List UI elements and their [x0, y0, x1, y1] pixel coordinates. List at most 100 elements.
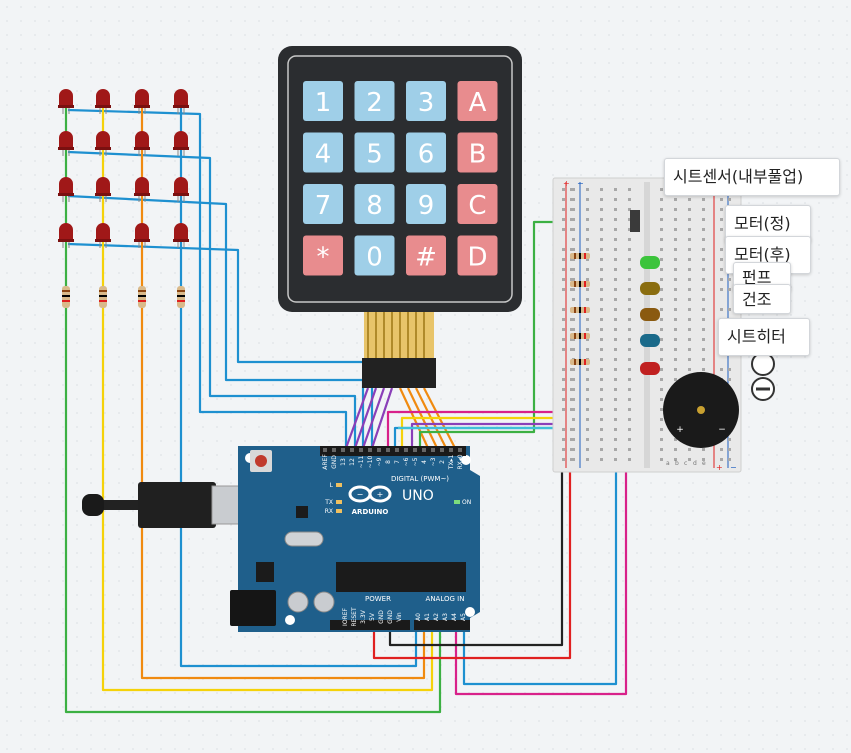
- keypad-key-cap[interactable]: [303, 132, 343, 173]
- keypad-key[interactable]: 3: [406, 81, 446, 121]
- digital-pin[interactable]: [404, 448, 408, 452]
- digital-pin[interactable]: [368, 448, 372, 452]
- breadboard-resistor[interactable]: [570, 307, 590, 313]
- breadboard-resistor[interactable]: [570, 281, 590, 287]
- breadboard-led[interactable]: [640, 256, 660, 269]
- digital-pin[interactable]: [449, 448, 453, 452]
- keypad-key[interactable]: D: [457, 235, 498, 276]
- keypad-key-cap[interactable]: [406, 235, 446, 276]
- matrix-led[interactable]: [134, 131, 150, 156]
- keypad-key-cap[interactable]: [406, 184, 446, 224]
- wire-analog-a4[interactable]: [462, 360, 618, 686]
- matrix-led[interactable]: [173, 131, 189, 156]
- digital-pin[interactable]: [350, 448, 354, 452]
- matrix-led[interactable]: [134, 223, 150, 248]
- wire-keypad-2[interactable]: [353, 387, 378, 449]
- wire-led-col-3[interactable]: [140, 100, 426, 680]
- matrix-led[interactable]: [95, 177, 111, 202]
- matrix-resistor[interactable]: [138, 286, 146, 308]
- keypad-key-cap[interactable]: [303, 81, 343, 121]
- breadboard-led[interactable]: [640, 334, 660, 347]
- keypad-key[interactable]: #: [406, 235, 446, 276]
- piezo-buzzer[interactable]: + −: [663, 372, 739, 448]
- breadboard-channel: [644, 182, 650, 468]
- digital-pin[interactable]: [332, 448, 336, 452]
- wire-keypad-3[interactable]: [361, 387, 386, 449]
- digital-pin[interactable]: [422, 448, 426, 452]
- digital-pin[interactable]: [413, 448, 417, 452]
- reset-button-cap[interactable]: [255, 455, 267, 467]
- keypad-key-cap[interactable]: [354, 132, 395, 173]
- matrix-led[interactable]: [134, 177, 150, 202]
- keypad-key[interactable]: 7: [303, 184, 343, 224]
- keypad-key[interactable]: C: [457, 184, 498, 224]
- breadboard-resistor[interactable]: [570, 333, 590, 339]
- keypad-key-cap[interactable]: [354, 81, 395, 121]
- matrix-led[interactable]: [95, 89, 111, 114]
- keypad-key[interactable]: 8: [354, 184, 395, 224]
- matrix-led[interactable]: [58, 89, 74, 114]
- matrix-resistor[interactable]: [177, 286, 185, 308]
- digital-pin[interactable]: [377, 448, 381, 452]
- keypad-key[interactable]: 9: [406, 184, 446, 224]
- wire-power-5v[interactable]: [372, 460, 572, 660]
- breadboard-resistor[interactable]: [570, 359, 590, 365]
- matrix-led[interactable]: [173, 89, 189, 114]
- matrix-led[interactable]: [173, 223, 189, 248]
- matrix-resistor[interactable]: [99, 286, 107, 308]
- digital-pin[interactable]: [431, 448, 435, 452]
- wire-power-gnd[interactable]: [388, 460, 564, 647]
- keypad-key-cap[interactable]: [406, 132, 446, 173]
- matrix-led[interactable]: [173, 177, 189, 202]
- keypad-key-cap[interactable]: [457, 235, 498, 276]
- breadboard-led[interactable]: [640, 308, 660, 321]
- wire-led-col-4[interactable]: [179, 100, 418, 668]
- handle-circle-icon[interactable]: [751, 352, 775, 376]
- keypad-key-cap[interactable]: [303, 235, 343, 276]
- keypad-key[interactable]: 2: [354, 81, 395, 121]
- matrix-led[interactable]: [95, 223, 111, 248]
- digital-pin[interactable]: [386, 448, 390, 452]
- keypad-key[interactable]: B: [457, 132, 498, 173]
- breadboard-led[interactable]: [640, 282, 660, 295]
- keypad-key-cap[interactable]: [457, 81, 498, 121]
- digital-pin[interactable]: [395, 448, 399, 452]
- matrix-led[interactable]: [58, 223, 74, 248]
- keypad-key-cap[interactable]: [354, 235, 395, 276]
- wire-keypad-4[interactable]: [370, 387, 394, 449]
- digital-pin[interactable]: [440, 448, 444, 452]
- breadboard-resistor[interactable]: [570, 253, 590, 259]
- keypad-key[interactable]: *: [303, 235, 343, 276]
- digital-pin[interactable]: [458, 448, 462, 452]
- keypad-key-cap[interactable]: [406, 81, 446, 121]
- keypad-key-cap[interactable]: [457, 184, 498, 224]
- digital-pin[interactable]: [341, 448, 345, 452]
- keypad-key-cap[interactable]: [457, 132, 498, 173]
- matrix-led[interactable]: [58, 131, 74, 156]
- slide-switch[interactable]: [630, 210, 640, 232]
- keypad-key[interactable]: 5: [354, 132, 395, 173]
- keypad-key[interactable]: 6: [406, 132, 446, 173]
- matrix-led[interactable]: [134, 89, 150, 114]
- matrix-led[interactable]: [95, 131, 111, 156]
- matrix-led[interactable]: [58, 177, 74, 202]
- digital-pin[interactable]: [359, 448, 363, 452]
- wire-led-row-1[interactable]: [67, 108, 348, 448]
- breadboard-led[interactable]: [640, 362, 660, 375]
- keypad-key-cap[interactable]: [354, 184, 395, 224]
- keypad-key[interactable]: 1: [303, 81, 343, 121]
- matrix-resistor[interactable]: [62, 286, 70, 308]
- keypad-key[interactable]: 4: [303, 132, 343, 173]
- keypad-key-cap[interactable]: [303, 184, 343, 224]
- wire-keypad-1[interactable]: [344, 387, 370, 449]
- wire-led-row-2[interactable]: [67, 150, 357, 448]
- keypad-key[interactable]: 0: [354, 235, 395, 276]
- wire-led-col-1[interactable]: [64, 100, 442, 714]
- wire-seat-sensor[interactable]: [418, 220, 560, 448]
- wire-analog-a5[interactable]: [454, 360, 628, 696]
- keypad-key[interactable]: A: [457, 81, 498, 121]
- digital-pin[interactable]: [323, 448, 327, 452]
